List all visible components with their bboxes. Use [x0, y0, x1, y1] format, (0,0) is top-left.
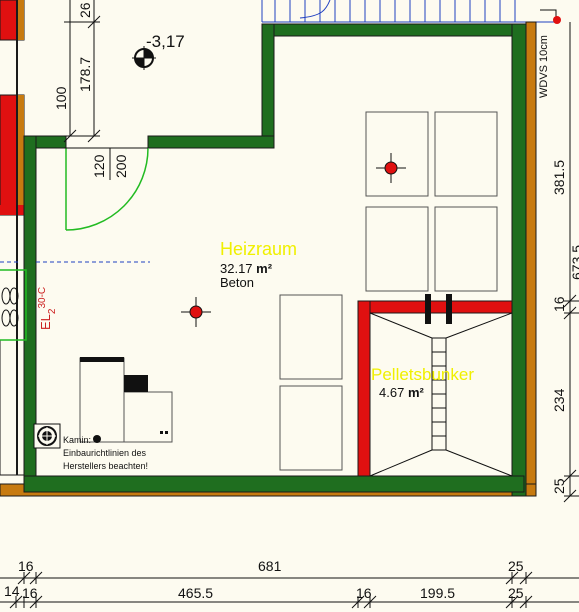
- room-floor-heizraum: Beton: [220, 275, 254, 290]
- top-dimension-chain: [63, 0, 148, 149]
- dim-top-178: 178.7: [77, 57, 93, 92]
- dim-bottom1-16: 16: [18, 558, 34, 574]
- chimney-note-line2: Einbaurichtlinien des: [63, 448, 147, 458]
- dim-bottom2-14: 14: [4, 583, 20, 599]
- level-marker-label: -3,17: [146, 32, 185, 51]
- dim-right-16: 16: [551, 296, 567, 312]
- dim-right-381: 381.5: [551, 160, 567, 195]
- chimney-note-line1: Kamin:: [63, 435, 91, 445]
- electric-panel: [0, 269, 27, 341]
- room-name-heizraum: Heizraum: [220, 239, 297, 259]
- dim-bottom2-16a: 16: [22, 585, 38, 601]
- exterior-walls: [0, 21, 537, 497]
- svg-text:EL230-C: EL230-C: [37, 287, 58, 330]
- electric-label: EL230-C: [37, 287, 58, 330]
- point-marker-2: [181, 297, 211, 327]
- dim-top-26: 26: [77, 2, 93, 18]
- dim-top-100: 100: [53, 86, 69, 110]
- chimney-note-line3: Herstellers beachten!: [63, 461, 148, 471]
- height-point-markers: [181, 153, 406, 327]
- right-dimension-chain: [563, 22, 579, 503]
- point-marker-1: [376, 153, 406, 183]
- dim-bottom1-25: 25: [508, 558, 524, 574]
- chimney-icon: [33, 423, 101, 449]
- dim-bottom2-199: 199.5: [420, 585, 455, 601]
- wall-note: WDVS 10cm: [538, 35, 550, 98]
- dim-bottom2-465: 465.5: [178, 585, 213, 601]
- dim-right-25: 25: [551, 478, 567, 494]
- dim-right-partial: 673.5: [569, 245, 579, 280]
- level-marker-icon: [132, 46, 156, 70]
- left-wall-fragments: [0, 0, 25, 476]
- boiler-unit: [79, 357, 173, 443]
- pellet-bunker-walls: [357, 294, 513, 477]
- stair-hatching: [261, 0, 560, 23]
- dim-right-234: 234: [551, 388, 567, 412]
- storage-boxes: [279, 111, 498, 471]
- bottom-dimension-row2: [0, 595, 579, 609]
- dim-bottom1-681: 681: [258, 558, 282, 574]
- dim-door-120: 120: [91, 154, 107, 178]
- dim-bottom2-16b: 16: [356, 585, 372, 601]
- stair-arc: [299, 0, 331, 19]
- door-swing: [65, 147, 149, 231]
- dim-bottom2-25: 25: [508, 585, 524, 601]
- room-name-pelletsbunker: Pelletsbunker: [371, 365, 474, 384]
- room-area-pelletsbunker: 4.67 m²: [379, 385, 424, 400]
- dim-door-200: 200: [113, 154, 129, 178]
- svg-text:WDVS 10cm: WDVS 10cm: [538, 35, 550, 98]
- room-area-heizraum: 32.17 m²: [220, 261, 273, 276]
- bottom-dimension-row1: [0, 571, 579, 585]
- bunker-slopes: [369, 312, 513, 477]
- corner-point: [553, 16, 561, 24]
- left-circles: [1, 287, 19, 327]
